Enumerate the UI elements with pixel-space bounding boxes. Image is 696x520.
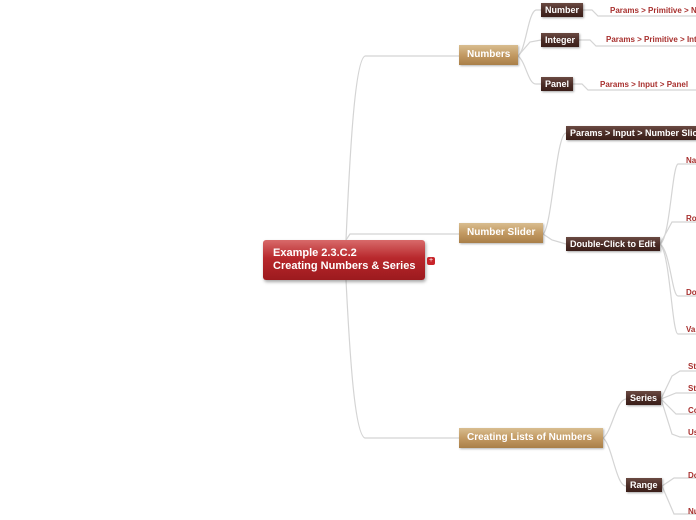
- item-va: Va: [686, 325, 696, 334]
- item-na: Na: [686, 156, 696, 165]
- leaf-panel[interactable]: Panel: [541, 77, 574, 91]
- item-ro: Ro: [686, 214, 696, 223]
- range-item-nu: Nu: [688, 507, 696, 516]
- series-item-st1: St: [688, 362, 696, 371]
- leaf-range[interactable]: Range: [626, 478, 662, 492]
- range-item-do: Do: [688, 471, 696, 480]
- leaf-integer[interactable]: Integer: [541, 33, 580, 47]
- item-do: Do: [686, 288, 696, 297]
- branch-creating-lists[interactable]: Creating Lists of Numbers: [459, 428, 603, 448]
- leaf-double-click-edit[interactable]: Double-Click to Edit: [566, 237, 660, 251]
- root-title-line1: Example 2.3.C.2: [273, 247, 357, 259]
- series-item-st2: St: [688, 384, 696, 393]
- series-item-us: Us: [688, 428, 696, 437]
- path-integer: Params > Primitive > Int: [606, 35, 696, 44]
- path-panel: Params > Input > Panel: [600, 80, 689, 89]
- path-number: Params > Primitive > N: [610, 6, 696, 15]
- branch-number-slider[interactable]: Number Slider: [459, 223, 543, 243]
- leaf-slider-path[interactable]: Params > Input > Number Slic: [566, 126, 696, 140]
- root-title-line2: Creating Numbers & Series: [273, 260, 416, 272]
- collapse-toggle-icon[interactable]: +: [427, 257, 435, 265]
- leaf-number[interactable]: Number: [541, 3, 584, 17]
- branch-numbers[interactable]: Numbers: [459, 45, 518, 65]
- leaf-series[interactable]: Series: [626, 391, 661, 405]
- series-item-co: Co: [688, 406, 696, 415]
- root-node[interactable]: Example 2.3.C.2 Creating Numbers & Serie…: [263, 240, 425, 280]
